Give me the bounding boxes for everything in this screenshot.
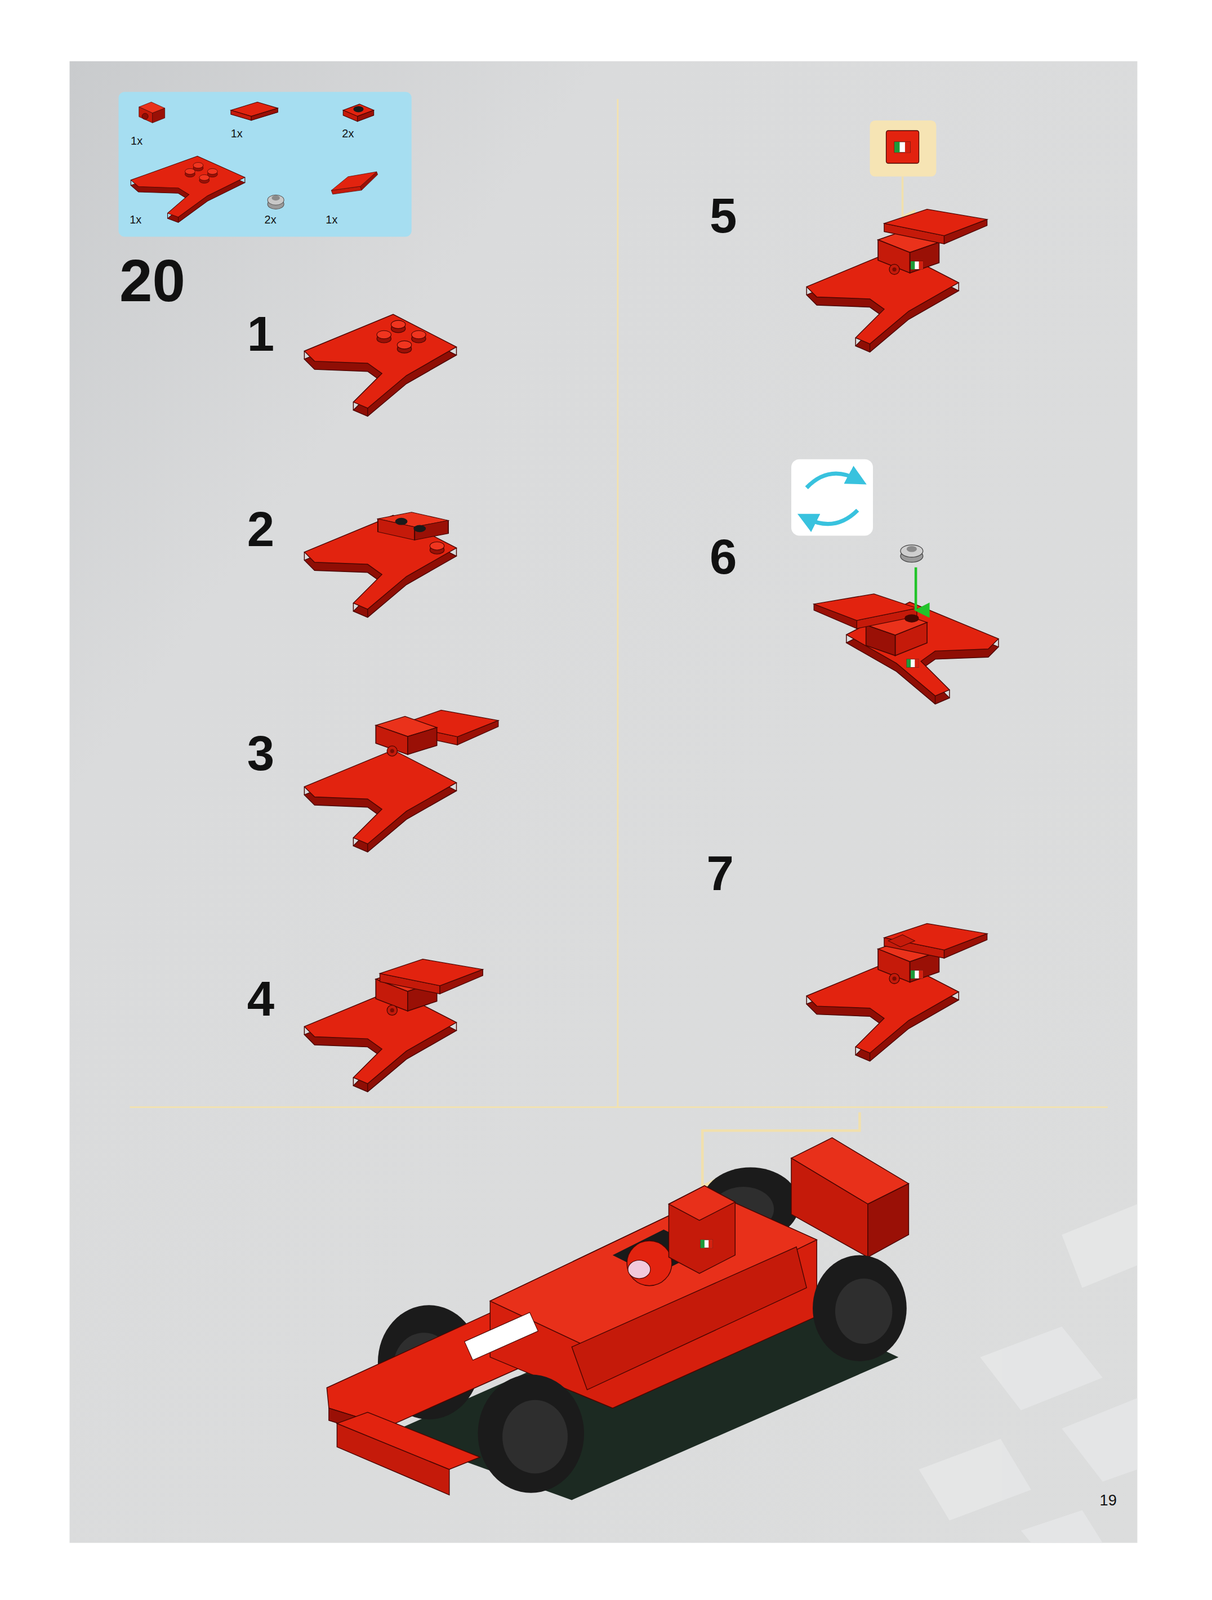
checker-pattern: [919, 1204, 1138, 1544]
part-count: 1x: [230, 128, 243, 140]
divider: [616, 99, 619, 1108]
substep-number: 7: [706, 848, 734, 898]
parts-box: 1x 1x 2x 1x 2x 1x: [118, 91, 412, 237]
substep-number: 4: [247, 974, 275, 1024]
part-count: 2x: [264, 214, 277, 226]
step-3-figure: [304, 710, 498, 853]
step-6-figure: [791, 459, 999, 705]
parts-list: [118, 91, 412, 237]
substep-number: 3: [247, 728, 275, 778]
step-number: 20: [119, 251, 186, 311]
page-number: 19: [1099, 1493, 1117, 1509]
part-count: 1x: [130, 135, 143, 147]
substep-number: 5: [709, 190, 737, 240]
step-7-figure: [806, 923, 987, 1062]
part-count: 1x: [325, 214, 338, 226]
step-5-figure: [806, 120, 987, 352]
substep-number: 6: [709, 532, 737, 582]
substep-number: 1: [247, 309, 275, 359]
car-illustration: [326, 1138, 909, 1501]
part-count: 2x: [341, 128, 354, 140]
step-4-figure: [304, 959, 483, 1093]
divider: [129, 1106, 1108, 1109]
step-2-figure: [304, 512, 457, 618]
substep-number: 2: [247, 504, 275, 554]
step-1-figure: [304, 314, 457, 417]
part-count: 1x: [129, 214, 142, 226]
panel: [69, 61, 1138, 1544]
